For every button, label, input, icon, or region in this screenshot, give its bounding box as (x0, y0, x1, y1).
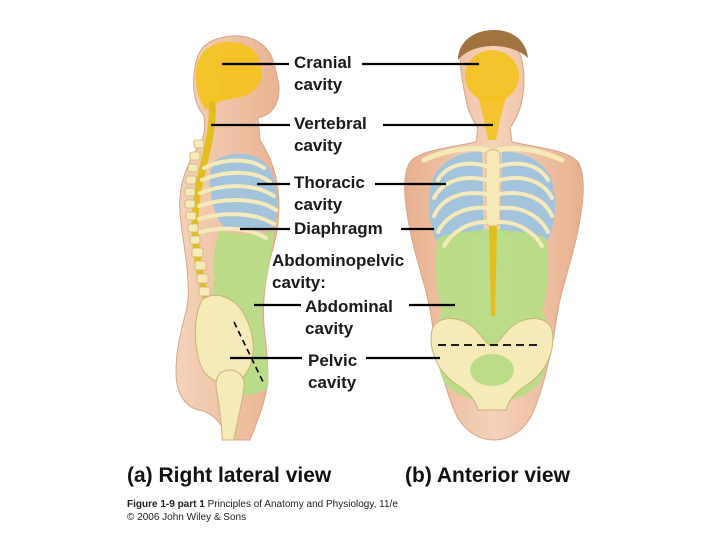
label-pelvic-line1: Pelvic (308, 351, 358, 370)
label-abdominopelvic-line2: cavity: (272, 273, 326, 292)
lateral-figure (175, 35, 280, 441)
label-vertebral-cavity: Vertebral cavity (294, 113, 367, 157)
anterior-vertebral-canal (478, 96, 506, 140)
label-abdominal-cavity: Abdominal cavity (305, 296, 393, 340)
anterior-spinal-line (489, 226, 497, 316)
lateral-ribs (197, 158, 278, 240)
anterior-cranial-cavity (465, 50, 519, 102)
leader-lines (211, 62, 493, 360)
clavicles (421, 145, 565, 163)
view-title-lateral: (a) Right lateral view (127, 464, 332, 487)
label-diaphragm: Diaphragm (294, 218, 383, 240)
anterior-ribs (432, 161, 554, 248)
anterior-figure (404, 30, 584, 441)
figure-caption: Figure 1-9 part 1 Principles of Anatomy … (127, 499, 398, 510)
view-title-anterior: (b) Anterior view (405, 464, 570, 487)
sternum (485, 149, 501, 227)
caption-figure-number: Figure 1-9 part 1 (127, 499, 205, 510)
label-pelvic-line2: cavity (308, 373, 357, 392)
label-cranial-line2: cavity (294, 75, 343, 94)
label-abdominopelvic-cavity: Abdominopelvic cavity: (272, 250, 404, 294)
label-thoracic-cavity: Thoracic cavity (294, 172, 365, 216)
label-pelvic-cavity: Pelvic cavity (308, 350, 357, 394)
label-abdominopelvic-line1: Abdominopelvic (272, 251, 405, 270)
label-abdominal-line1: Abdominal (305, 297, 393, 316)
label-thoracic-line1: Thoracic (294, 173, 365, 192)
label-cranial-cavity: Cranial cavity (294, 52, 352, 96)
caption-book-title: Principles of Anatomy and Physiology, 11… (207, 499, 398, 510)
label-abdominal-line2: cavity (305, 319, 354, 338)
label-vertebral-line2: cavity (294, 136, 343, 155)
lateral-femur (215, 369, 245, 441)
lateral-spine (184, 139, 211, 297)
label-thoracic-line2: cavity (294, 195, 343, 214)
lateral-pelvic-dashed-line (233, 321, 265, 385)
lateral-cranial-cavity (195, 41, 262, 110)
figure-copyright: © 2006 John Wiley & Sons (127, 512, 247, 523)
label-diaphragm-text: Diaphragm (294, 219, 383, 238)
label-vertebral-line1: Vertebral (294, 114, 367, 133)
hair (458, 30, 528, 60)
pelvic-inlet (470, 354, 514, 386)
label-cranial-line1: Cranial (294, 53, 352, 72)
lateral-pelvis (194, 295, 254, 384)
